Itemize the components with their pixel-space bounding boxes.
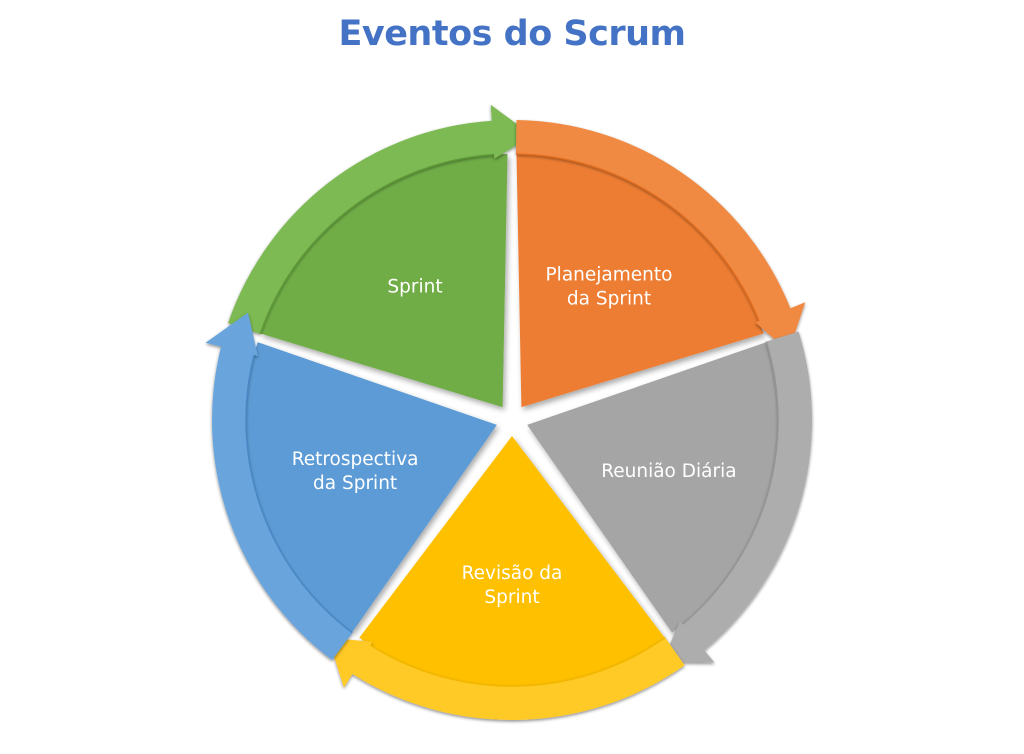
arrow-inner-edge — [259, 153, 495, 335]
segment-label-line: Sprint — [387, 277, 442, 298]
segment-label-line: Reunião Diária — [601, 461, 736, 482]
segment-retrospectiva — [205, 312, 497, 660]
segment-label-reuniao-diaria: Reunião Diária — [601, 461, 736, 482]
segment-label-line: Sprint — [484, 587, 539, 608]
arrow-inner-edge — [515, 153, 760, 322]
arrow-inner-edge — [681, 341, 779, 625]
segment-sprint — [228, 104, 533, 408]
cycle-arrow-icon — [228, 104, 533, 334]
segment-label-sprint: Sprint — [387, 277, 442, 298]
segment-body — [260, 154, 508, 408]
cycle-arrow-icon — [328, 637, 685, 720]
segment-revisao — [328, 436, 685, 720]
cycle-arrow-icon — [516, 120, 806, 352]
segment-label-retrospectiva: Retrospectiva da Sprint — [292, 449, 419, 494]
segment-label-line: da Sprint — [567, 289, 651, 310]
segment-reuniao-diaria — [527, 331, 813, 663]
segment-planejamento — [515, 120, 806, 408]
segment-body — [516, 154, 764, 408]
cycle-arrow-icon — [662, 331, 813, 663]
segment-body — [245, 342, 497, 633]
segment-label-line: Retrospectiva — [292, 449, 419, 470]
segment-label-planejamento: Planejamento da Sprint — [546, 265, 673, 310]
segment-label-line: Revisão da — [462, 563, 563, 584]
segment-body — [359, 436, 665, 686]
segment-label-line: da Sprint — [313, 473, 397, 494]
segment-label-line: Planejamento — [546, 265, 673, 286]
segment-label-revisao: Revisão da Sprint — [462, 563, 563, 608]
cycle-arrow-icon — [205, 312, 353, 660]
arrow-inner-edge — [245, 354, 353, 634]
arrow-inner-edge — [370, 636, 666, 687]
page-title: Eventos do Scrum — [338, 14, 686, 54]
segment-body — [527, 342, 779, 633]
